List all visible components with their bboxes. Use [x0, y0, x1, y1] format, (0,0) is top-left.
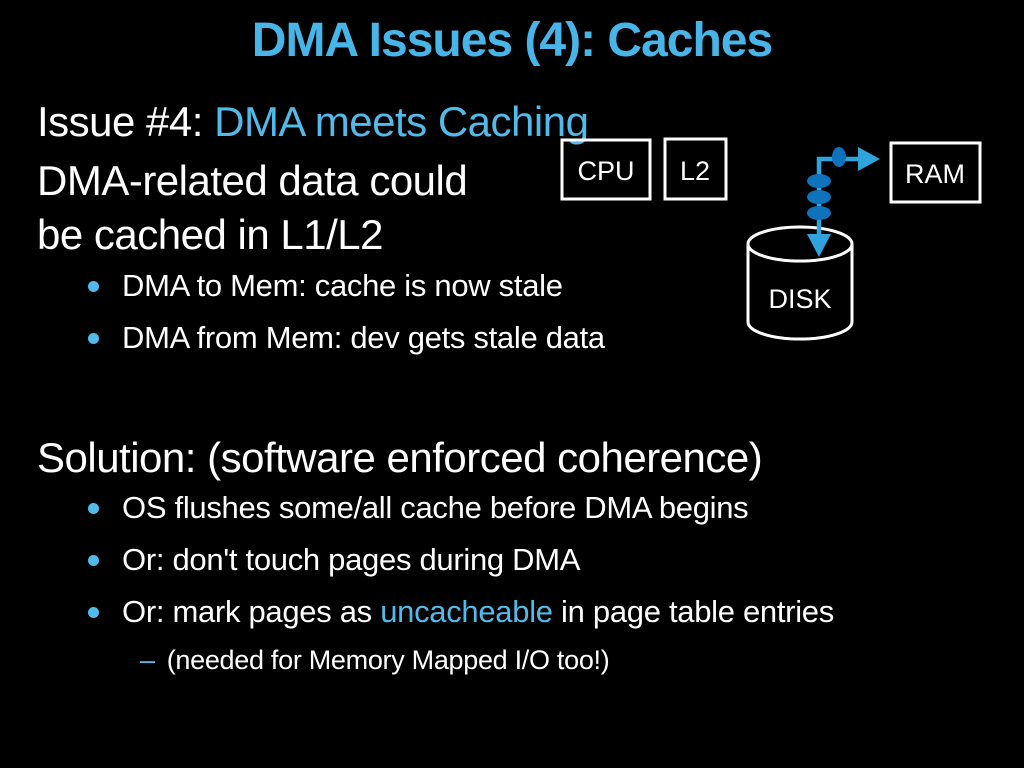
disk-label: DISK — [768, 284, 831, 314]
bullet-text-pre: Or: mark pages as — [122, 594, 381, 629]
l2-box-label: L2 — [680, 156, 710, 186]
bullet-dot-icon — [88, 281, 99, 292]
intro-line-2: be cached in L1/L2 — [37, 211, 383, 258]
arrow-right-icon — [858, 147, 880, 171]
ram-box-label: RAM — [905, 159, 965, 189]
issue-heading-prefix: Issue #4: — [37, 98, 215, 145]
bullet-text-highlight: uncacheable — [380, 594, 553, 629]
bullet-os-flushes: OS flushes some/all cache before DMA beg… — [88, 490, 749, 526]
slide-title: DMA Issues (4): Caches — [251, 14, 773, 67]
bullet-text: Or: don't touch pages during DMA — [122, 542, 581, 577]
cpu-box-label: CPU — [577, 156, 634, 186]
solution-heading: Solution: (software enforced coherence) — [37, 434, 763, 481]
bullet-text: DMA to Mem: cache is now stale — [122, 268, 563, 303]
bullet-dot-icon — [88, 607, 99, 618]
disk-cylinder: DISK — [746, 225, 854, 341]
sub-bullet-dash: – — [140, 645, 155, 675]
ram-box — [889, 141, 982, 204]
bus-node-icon — [832, 147, 846, 167]
dma-arrow-path — [816, 156, 858, 236]
dma-arrow — [807, 147, 880, 257]
bullet-mark-uncacheable: Or: mark pages as uncacheable in page ta… — [88, 594, 834, 630]
bullet-dot-icon — [88, 503, 99, 514]
arrow-down-icon — [807, 234, 831, 257]
cpu-box — [560, 138, 652, 201]
bus-node-icon — [807, 190, 831, 204]
bullet-dot-icon — [88, 333, 99, 344]
bullet-text-post: in page table entries — [552, 594, 834, 629]
bus-node-icon — [807, 174, 831, 188]
intro-line-1: DMA-related data could — [37, 157, 468, 204]
bullet-text: DMA from Mem: dev gets stale data — [122, 320, 605, 355]
bullet-dma-from-mem: DMA from Mem: dev gets stale data — [88, 320, 605, 356]
l2-box — [663, 137, 728, 201]
bullet-text: Or: mark pages as uncacheable in page ta… — [122, 594, 834, 630]
sub-bullet-mmio: –(needed for Memory Mapped I/O too!) — [140, 645, 610, 676]
bullet-dont-touch: Or: don't touch pages during DMA — [88, 542, 580, 578]
sub-bullet-text: (needed for Memory Mapped I/O too!) — [166, 645, 610, 675]
bullet-dot-icon — [88, 555, 99, 566]
issue-heading-highlight: DMA meets Caching — [214, 98, 589, 145]
bullet-dma-to-mem: DMA to Mem: cache is now stale — [88, 268, 563, 304]
issue-heading: Issue #4: DMA meets Caching — [37, 98, 589, 146]
bullet-text: OS flushes some/all cache before DMA beg… — [122, 490, 749, 525]
bus-node-icon — [807, 206, 831, 220]
